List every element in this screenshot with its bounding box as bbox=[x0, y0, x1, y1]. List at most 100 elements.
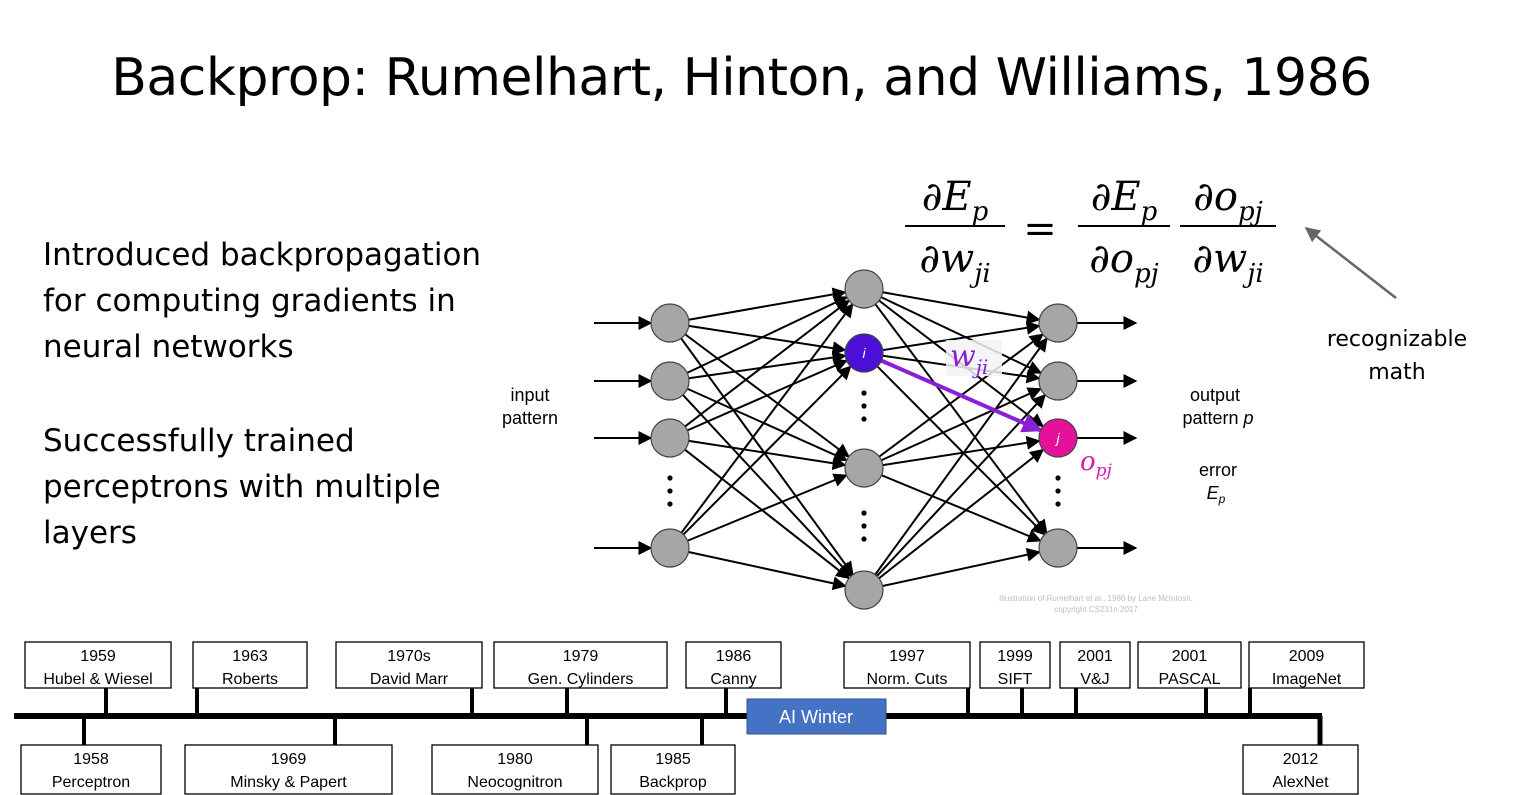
timeline-event-name: David Marr bbox=[370, 671, 449, 688]
connection-edge bbox=[880, 387, 1042, 462]
neuron-j bbox=[1038, 418, 1078, 458]
svg-text:∂opj: ∂opj bbox=[1089, 236, 1158, 289]
timeline-event-year: 1986 bbox=[716, 648, 752, 665]
connection-edge bbox=[876, 365, 1046, 536]
node-j-label: j bbox=[1054, 430, 1060, 446]
connection-edge bbox=[882, 291, 1041, 325]
timeline-event-box bbox=[1242, 744, 1359, 795]
timeline-event-year: 1985 bbox=[655, 751, 691, 768]
connection-edge bbox=[882, 320, 1041, 352]
ai-winter-label: AI Winter bbox=[779, 707, 853, 727]
weight-arrow-ji bbox=[880, 358, 1043, 433]
ai-winter-box bbox=[746, 698, 887, 735]
timeline-event-name: Roberts bbox=[222, 671, 278, 688]
output-label-1: output bbox=[1190, 385, 1240, 405]
timeline-event-year: 1999 bbox=[997, 648, 1033, 665]
connection-edge bbox=[882, 435, 1041, 467]
connection-edge bbox=[684, 448, 851, 580]
neuron-node bbox=[844, 448, 884, 488]
annotation-line1: recognizable bbox=[1327, 327, 1467, 352]
connection-edge bbox=[687, 359, 848, 432]
timeline-event-name: SIFT bbox=[998, 671, 1033, 688]
connection-edge bbox=[688, 350, 847, 380]
eq-r1-denominator: ∂o bbox=[1089, 236, 1134, 282]
connection-edge bbox=[688, 287, 847, 321]
connection-edge bbox=[682, 394, 853, 578]
error-symbol: Ep bbox=[1207, 483, 1226, 506]
ellipsis-dot bbox=[861, 523, 867, 529]
ellipsis-dot bbox=[861, 416, 867, 422]
neuron-node bbox=[650, 303, 690, 343]
timeline-event-name: AlexNet bbox=[1272, 774, 1329, 791]
timeline-event-year: 1979 bbox=[563, 648, 599, 665]
neuron-node bbox=[1038, 303, 1078, 343]
neuron-node bbox=[650, 361, 690, 401]
credit-line2: copyright CS231n 2017 bbox=[1054, 605, 1138, 614]
slide-title: Backprop: Rumelhart, Hinton, and William… bbox=[111, 48, 1372, 108]
timeline-event-box bbox=[610, 744, 736, 795]
timeline-event-year: 1958 bbox=[73, 751, 109, 768]
svg-text:∂Ep: ∂Ep bbox=[1091, 174, 1158, 227]
timeline-event-year: 1963 bbox=[232, 648, 268, 665]
timeline-event-year: 1980 bbox=[497, 751, 533, 768]
connection-edge bbox=[688, 324, 847, 356]
neuron-node bbox=[844, 570, 884, 610]
eq-lhs-numerator: ∂E bbox=[922, 174, 972, 220]
timeline-event-box bbox=[1248, 641, 1365, 689]
timeline-event-box bbox=[335, 641, 483, 689]
timeline-event-box bbox=[192, 641, 308, 689]
connection-edge bbox=[874, 303, 1048, 534]
svg-text:∂opj: ∂opj bbox=[1193, 174, 1262, 227]
timeline-event-year: 1970s bbox=[387, 648, 431, 665]
backprop-equation: ∂Ep ∂wji = ∂Ep ∂opj ∂opj ∂wji bbox=[905, 174, 1276, 289]
timeline-event-box bbox=[843, 641, 971, 689]
connection-edge bbox=[882, 547, 1041, 587]
connection-edge bbox=[686, 387, 848, 462]
ellipsis-dot bbox=[861, 510, 867, 516]
eq-r2-numerator: ∂o bbox=[1193, 174, 1238, 220]
connection-edge bbox=[684, 299, 851, 428]
timeline-event-year: 1969 bbox=[271, 751, 307, 768]
bullet-multilayer: Successfully trained perceptrons with mu… bbox=[43, 423, 441, 551]
timeline-event-box bbox=[431, 744, 599, 795]
timeline-event-name: Backprop bbox=[639, 774, 707, 791]
neuron-node bbox=[1038, 361, 1078, 401]
annotation-arrow bbox=[1304, 227, 1397, 299]
connection-edge bbox=[880, 296, 1043, 374]
neuron-node bbox=[844, 269, 884, 309]
timeline-event-name: Neocognitron bbox=[467, 774, 562, 791]
svg-text:∂wji: ∂wji bbox=[1192, 236, 1263, 289]
neuron-node bbox=[1038, 528, 1078, 568]
timeline-event-name: Canny bbox=[710, 671, 756, 688]
eq-r1-numerator: ∂E bbox=[1091, 174, 1141, 220]
timeline-event-name: Minsky & Papert bbox=[230, 774, 347, 791]
ellipsis-dot bbox=[861, 536, 867, 542]
neuron-i bbox=[844, 333, 884, 373]
connection-edge bbox=[688, 551, 847, 591]
svg-text:∂Ep: ∂Ep bbox=[922, 174, 989, 227]
timeline-event-name: Gen. Cylinders bbox=[528, 671, 634, 688]
ellipsis-dot bbox=[861, 390, 867, 396]
timeline-event-year: 1997 bbox=[889, 648, 925, 665]
ellipsis-dot bbox=[667, 488, 673, 494]
eq-equals: = bbox=[1023, 206, 1057, 252]
timeline-event-name: Perceptron bbox=[52, 774, 130, 791]
node-i-label: i bbox=[862, 345, 866, 361]
ellipsis-dot bbox=[861, 403, 867, 409]
weight-label-bg bbox=[946, 340, 1002, 376]
connection-edge bbox=[876, 393, 1047, 577]
output-label-2: pattern p bbox=[1182, 408, 1253, 428]
eq-lhs-denominator: ∂w bbox=[919, 236, 974, 282]
ellipsis-dot bbox=[667, 501, 673, 507]
credit-line1: Illustration of Rumelhart et al., 1986 b… bbox=[999, 594, 1193, 603]
timeline-event-year: 2009 bbox=[1289, 648, 1325, 665]
connection-edge bbox=[878, 448, 1045, 580]
connection-edge bbox=[682, 365, 852, 536]
timeline-event-year: 1959 bbox=[80, 648, 116, 665]
timeline-event-name: Norm. Cuts bbox=[867, 671, 948, 688]
timeline-event-year: 2012 bbox=[1283, 751, 1319, 768]
timeline-event-box bbox=[1137, 641, 1242, 689]
timeline-event-box bbox=[685, 641, 782, 689]
